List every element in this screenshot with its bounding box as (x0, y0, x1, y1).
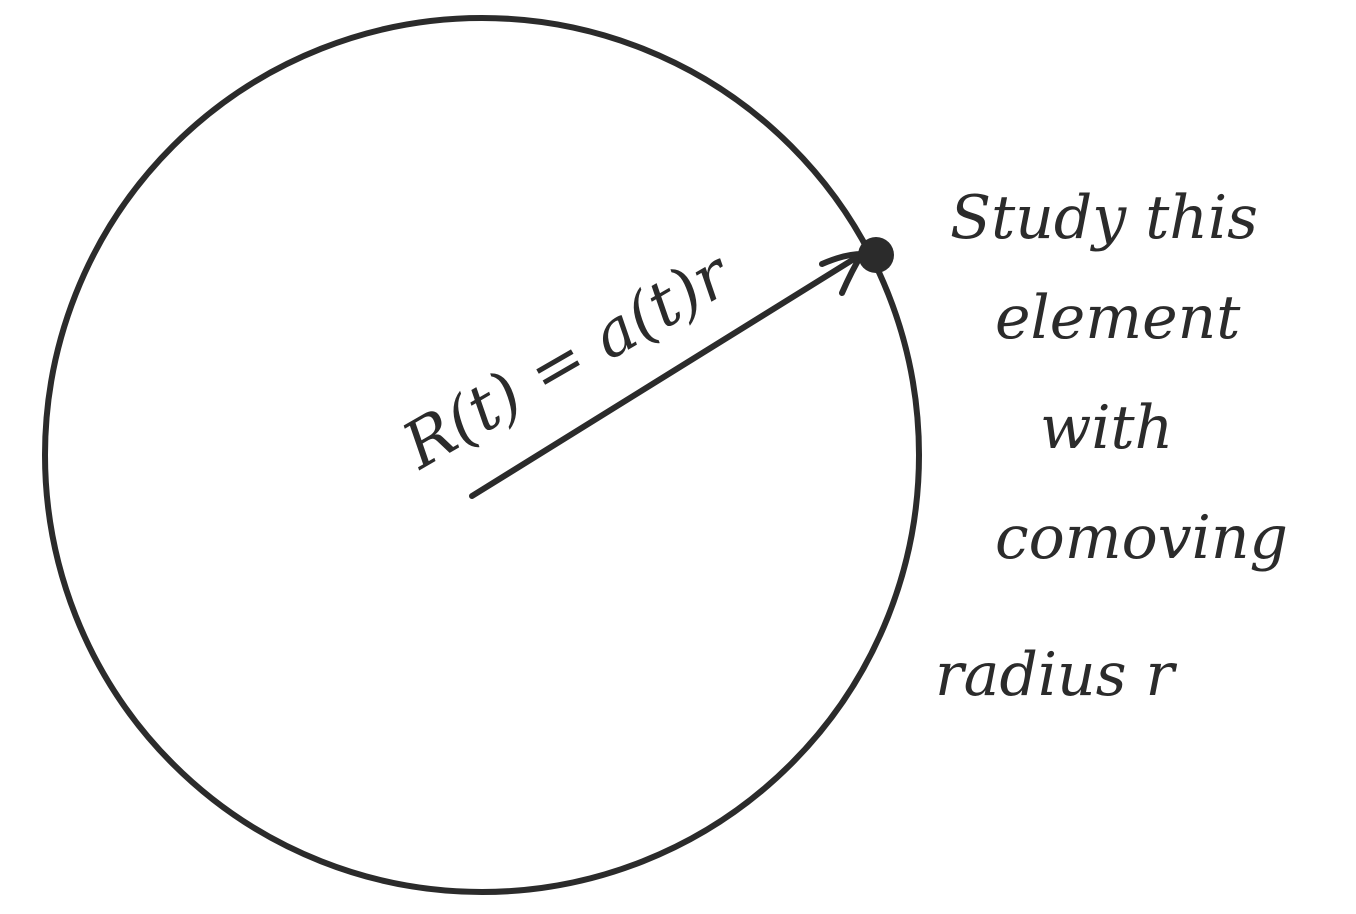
element-point (858, 237, 894, 273)
note-line-4: comoving (995, 503, 1288, 573)
note-line-1: Study this (950, 183, 1258, 253)
note-line-2: element (995, 283, 1241, 353)
annotation-note: Study this element with comoving radius … (935, 183, 1288, 710)
note-line-5: radius r (935, 640, 1178, 710)
note-line-3: with (1040, 393, 1173, 463)
radius-arrow-shaft (469, 251, 865, 499)
sphere-group (42, 15, 922, 895)
comoving-sphere-circle (42, 15, 922, 895)
